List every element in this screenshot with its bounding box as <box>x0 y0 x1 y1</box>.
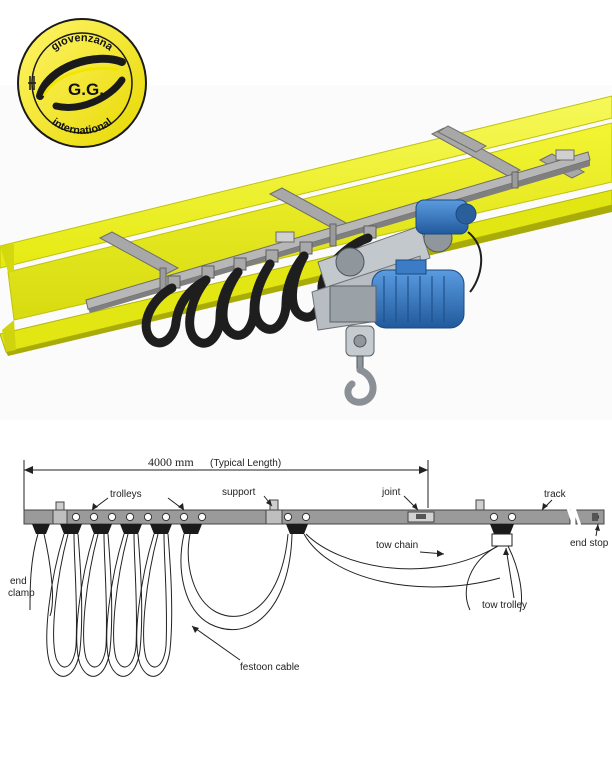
label-end-clamp-1: end <box>10 576 27 587</box>
length-dimension <box>23 460 429 510</box>
trolley-clamps <box>32 524 514 534</box>
end-stop-block <box>592 513 598 521</box>
festoon-schematic: 4000 mm (Typical Length) <box>8 455 609 677</box>
length-note: (Typical Length) <box>210 458 281 469</box>
label-festoon-cable: festoon cable <box>240 662 300 673</box>
crane-illustration: giovenzana international G.G. <box>0 18 612 406</box>
label-tow-chain: tow chain <box>376 540 418 551</box>
label-tow-trolley: tow trolley <box>482 600 527 611</box>
support-posts <box>52 499 485 525</box>
festoon-loops <box>29 533 522 677</box>
label-support: support <box>222 487 256 498</box>
label-end-stop: end stop <box>570 538 609 549</box>
festoon-cable-loops <box>141 225 377 348</box>
logo-brand-mid: G.G. <box>68 80 104 99</box>
label-trolleys: trolleys <box>110 489 142 500</box>
logo-mark-icon <box>28 76 36 90</box>
length-value: 4000 mm <box>148 455 194 469</box>
tow-trolley-box <box>491 533 513 547</box>
electric-hoist <box>311 199 483 406</box>
giovenzana-logo: giovenzana international G.G. <box>17 18 147 148</box>
label-track: track <box>544 489 567 500</box>
trolley-wheels <box>71 512 599 522</box>
label-joint: joint <box>381 487 401 498</box>
label-end-clamp-2: clamp <box>8 588 35 599</box>
